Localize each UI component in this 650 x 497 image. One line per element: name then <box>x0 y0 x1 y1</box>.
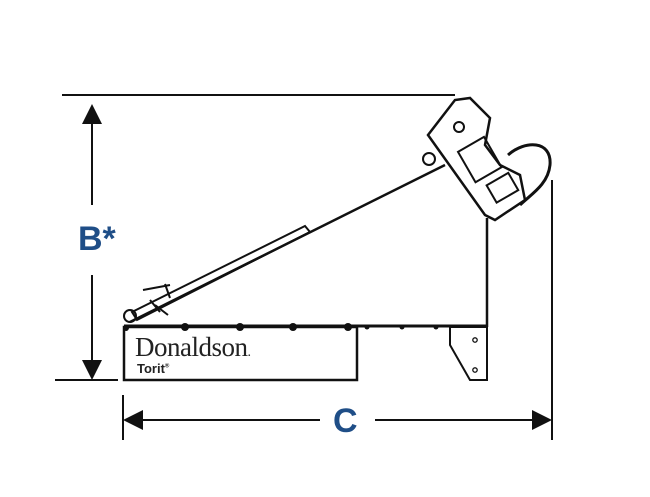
brand-name: Donaldson <box>135 332 248 362</box>
donaldson-logo: Donaldson. <box>135 332 251 363</box>
torit-logo: Torit® <box>137 361 169 376</box>
plate-holes <box>472 337 478 373</box>
rail-bolts <box>123 323 439 331</box>
motor-block <box>456 135 503 184</box>
arm-clamp <box>142 283 171 316</box>
head-roller <box>422 152 436 166</box>
sub-brand-mark: ® <box>164 363 170 370</box>
motor-cap <box>485 171 520 205</box>
head-bolt <box>453 121 465 133</box>
hose-loop <box>507 143 552 207</box>
sub-brand-name: Torit <box>137 361 165 376</box>
dimension-b-label: B* <box>78 220 116 258</box>
brand-mark: . <box>247 345 252 360</box>
arm-tube <box>130 224 312 322</box>
arm-pivot <box>123 309 137 323</box>
mount-plate <box>449 326 488 381</box>
pump-head <box>426 96 527 222</box>
dimension-c-label: C <box>333 402 358 440</box>
